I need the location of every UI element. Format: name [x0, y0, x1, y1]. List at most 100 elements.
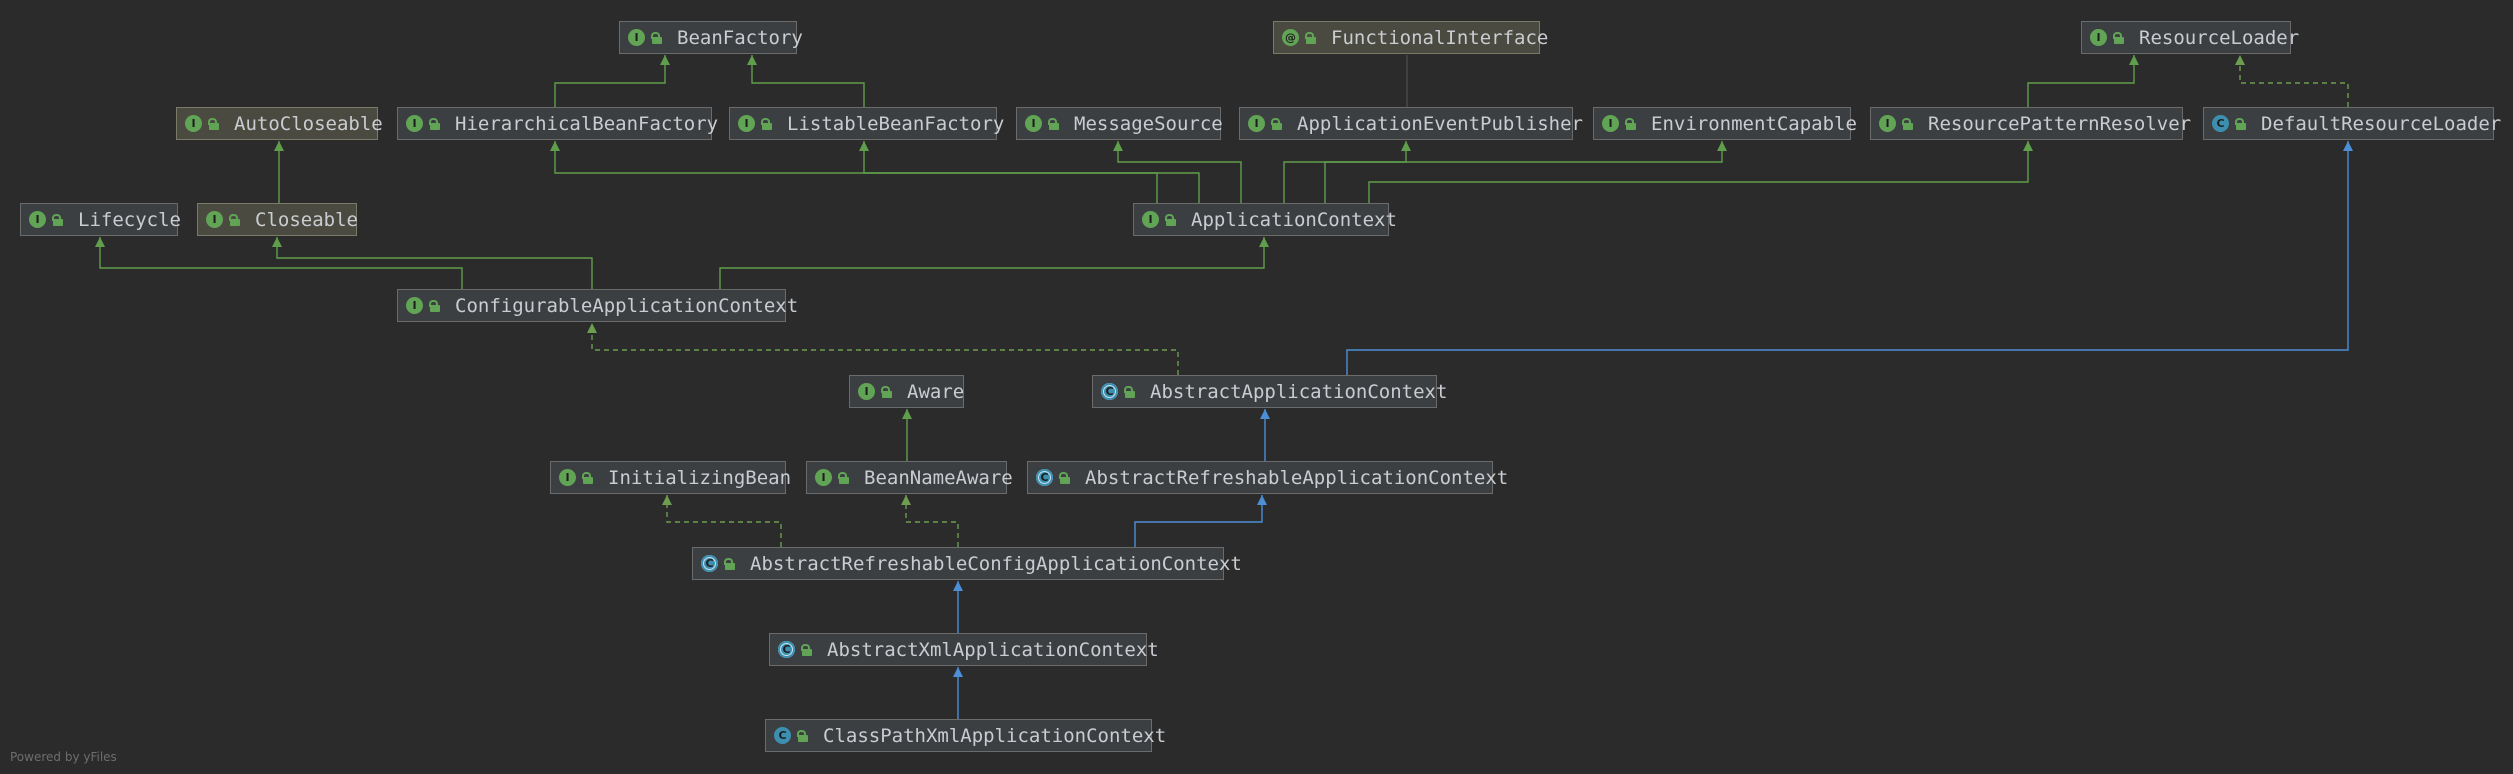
public-lock-icon [1270, 117, 1283, 130]
interface-icon: I [406, 297, 423, 314]
edge-configurable-to-closeable-arrowhead [272, 237, 282, 247]
node-abstract-application-context[interactable]: C AbstractApplicationContext [1092, 375, 1447, 408]
node-listable-bean-factory[interactable]: I ListableBeanFactory [729, 107, 1004, 140]
public-lock-icon [800, 643, 813, 656]
node-label: HierarchicalBeanFactory [455, 112, 719, 135]
interface-icon: I [1025, 115, 1042, 132]
edge-appctx-to-messagesource-arrowhead [1113, 141, 1123, 151]
edge-appctx-to-listable-arrowhead [859, 141, 869, 151]
edge-configurable-to-appctx [719, 237, 1265, 289]
public-lock-icon [428, 117, 441, 130]
yfiles-credit: Powered by yFiles [10, 750, 117, 764]
node-resource-pattern-resolver[interactable]: I ResourcePatternResolver [1870, 107, 2191, 140]
abstract-class-icon: C [701, 555, 718, 572]
node-hierarchical-bean-factory[interactable]: I HierarchicalBeanFactory [397, 107, 718, 140]
edge-appctx-to-hierarchical [554, 141, 1158, 203]
edge-hierarchical-to-beanfactory [554, 55, 666, 107]
interface-icon: I [559, 469, 576, 486]
public-lock-icon [228, 213, 241, 226]
node-abstract-xml-application-context[interactable]: C AbstractXmlApplicationContext [769, 633, 1159, 666]
class-icon: C [774, 727, 791, 744]
edge-appctx-to-patternresolver [1368, 141, 2029, 203]
edge-configurable-to-lifecycle [99, 237, 463, 289]
edge-abstractappctx-to-configurable-arrowhead [587, 323, 597, 333]
node-application-context[interactable]: I ApplicationContext [1133, 203, 1397, 236]
node-label: FunctionalInterface [1331, 26, 1549, 49]
node-bean-factory[interactable]: I BeanFactory [619, 21, 803, 54]
edge-closeable-to-autocloseable-arrowhead [274, 141, 284, 151]
public-lock-icon [1047, 117, 1060, 130]
node-label: BeanFactory [677, 26, 803, 49]
edge-configurable-to-closeable [276, 237, 593, 289]
public-lock-icon [2234, 117, 2247, 130]
annotation-icon: @ [1282, 29, 1299, 46]
node-label: ApplicationEventPublisher [1297, 112, 1583, 135]
public-lock-icon [650, 31, 663, 44]
edge-refreshable-to-abstractappctx-arrowhead [1260, 409, 1270, 419]
node-default-resource-loader[interactable]: C DefaultResourceLoader [2203, 107, 2501, 140]
node-abstract-refreshable-config-application-context[interactable]: C AbstractRefreshableConfigApplicationCo… [692, 547, 1242, 580]
public-lock-icon [1123, 385, 1136, 398]
node-lifecycle[interactable]: I Lifecycle [20, 203, 181, 236]
public-lock-icon [723, 557, 736, 570]
public-lock-icon [51, 213, 64, 226]
node-resource-loader[interactable]: I ResourceLoader [2081, 21, 2299, 54]
edge-abstractappctx-to-defaultloader-arrowhead [2343, 141, 2353, 151]
interface-icon: I [2090, 29, 2107, 46]
node-label: BeanNameAware [864, 466, 1013, 489]
node-application-event-publisher[interactable]: I ApplicationEventPublisher [1239, 107, 1583, 140]
public-lock-icon [880, 385, 893, 398]
edge-abstractappctx-to-defaultloader [1346, 141, 2349, 375]
interface-icon: I [1602, 115, 1619, 132]
edge-appctx-to-patternresolver-arrowhead [2023, 141, 2033, 151]
node-environment-capable[interactable]: I EnvironmentCapable [1593, 107, 1857, 140]
node-label: ResourceLoader [2139, 26, 2300, 49]
node-auto-closeable[interactable]: I AutoCloseable [176, 107, 383, 140]
node-label: Lifecycle [78, 208, 181, 231]
node-label: AbstractRefreshableApplicationContext [1085, 466, 1509, 489]
node-label: AbstractXmlApplicationContext [827, 638, 1159, 661]
node-label: AbstractRefreshableConfigApplicationCont… [750, 552, 1242, 575]
interface-icon: I [628, 29, 645, 46]
node-abstract-refreshable-application-context[interactable]: C AbstractRefreshableApplicationContext [1027, 461, 1508, 494]
node-label: ConfigurableApplicationContext [455, 294, 799, 317]
interface-icon: I [29, 211, 46, 228]
node-bean-name-aware[interactable]: I BeanNameAware [806, 461, 1013, 494]
abstract-class-icon: C [1036, 469, 1053, 486]
node-label: Aware [907, 380, 965, 403]
node-message-source[interactable]: I MessageSource [1016, 107, 1223, 140]
edge-configurable-to-lifecycle-arrowhead [95, 237, 105, 247]
node-class-path-xml-application-context[interactable]: C ClassPathXmlApplicationContext [765, 719, 1166, 752]
node-configurable-application-context[interactable]: I ConfigurableApplicationContext [397, 289, 798, 322]
public-lock-icon [1901, 117, 1914, 130]
public-lock-icon [207, 117, 220, 130]
interface-icon: I [406, 115, 423, 132]
edge-defaultloader-to-resourceloader [2239, 55, 2349, 107]
edge-refreshableconfig-to-initializingbean-arrowhead [662, 495, 672, 505]
node-label: ClassPathXmlApplicationContext [823, 724, 1167, 747]
interface-icon: I [1142, 211, 1159, 228]
interface-icon: I [185, 115, 202, 132]
node-label: ApplicationContext [1191, 208, 1397, 231]
edge-appctx-to-messagesource [1117, 141, 1242, 203]
edge-beannameaware-to-aware-arrowhead [902, 409, 912, 419]
edge-appctx-to-environment [1324, 141, 1723, 203]
edge-refreshableconfig-to-beannameaware [905, 495, 959, 547]
node-closeable[interactable]: I Closeable [197, 203, 358, 236]
node-aware[interactable]: I Aware [849, 375, 964, 408]
public-lock-icon [581, 471, 594, 484]
node-label: MessageSource [1074, 112, 1223, 135]
public-lock-icon [1058, 471, 1071, 484]
node-initializing-bean[interactable]: I InitializingBean [550, 461, 791, 494]
edge-configurable-to-appctx-arrowhead [1259, 237, 1269, 247]
edge-classpath-to-xml-arrowhead [953, 667, 963, 677]
edge-defaultloader-to-resourceloader-arrowhead [2235, 55, 2245, 65]
node-label: AbstractApplicationContext [1150, 380, 1448, 403]
interface-icon: I [1879, 115, 1896, 132]
node-label: EnvironmentCapable [1651, 112, 1857, 135]
edge-appctx-to-listable [863, 141, 1200, 203]
node-functional-interface[interactable]: @ FunctionalInterface [1273, 21, 1548, 54]
interface-icon: I [858, 383, 875, 400]
public-lock-icon [428, 299, 441, 312]
